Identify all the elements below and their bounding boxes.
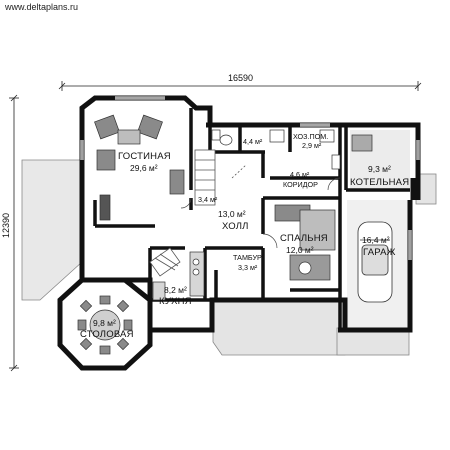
room-bedroom-name: СПАЛЬНЯ [280,233,328,244]
site-label: www.deltaplans.ru [5,2,79,12]
room-vestibule-name: ТАМБУР [233,253,262,262]
room-dining-name: СТОЛОВАЯ [80,329,134,340]
room-living-area: 29,6 м² [130,163,158,173]
dimension-lines [9,81,422,372]
room-kitchen-area: 8,2 м² [164,285,187,295]
room-utility-name: ХОЗ.ПОМ. [293,132,329,141]
dimension-height: 12390 [1,212,11,238]
dimension-width: 16590 [228,73,254,83]
bathroom-fixtures [211,129,373,170]
room-boiler-name: КОТЕЛЬНАЯ [350,177,410,188]
left-terrace [21,159,83,301]
door-swings [180,164,341,249]
window-lines [81,97,419,260]
living-furniture [94,114,185,221]
room-bedroom-area: 12,0 м² [286,245,314,255]
room-hall-name: ХОЛЛ [222,221,249,232]
room-hall-area: 13,0 м² [218,209,246,219]
bedroom-furniture [274,204,336,281]
room-boiler-area: 9,3 м² [368,164,391,174]
room-living-name: ГОСТИНАЯ [118,151,171,162]
room-wc-area: 4,4 м² [243,137,263,146]
room-vestibule-area: 3,3 м² [238,263,258,272]
room-garage-area: 16,4 м² [362,235,390,245]
room-corridor-name: КОРИДОР [283,180,318,189]
room-kitchen-name: КУХНЯ [159,296,192,307]
dining-furniture [77,295,133,355]
kitchen-furniture [152,251,205,301]
room-garage-name: ГАРАЖ [363,247,396,258]
garage-car [357,221,393,303]
room-dining-area: 9,8 м² [93,318,116,328]
staircase [149,149,216,277]
front-porch [212,299,346,356]
room-stair-area: 3,4 м² [198,195,218,204]
room-utility-area: 2,9 м² [302,141,322,150]
room-corridor-area: 4,6 м² [290,170,310,179]
